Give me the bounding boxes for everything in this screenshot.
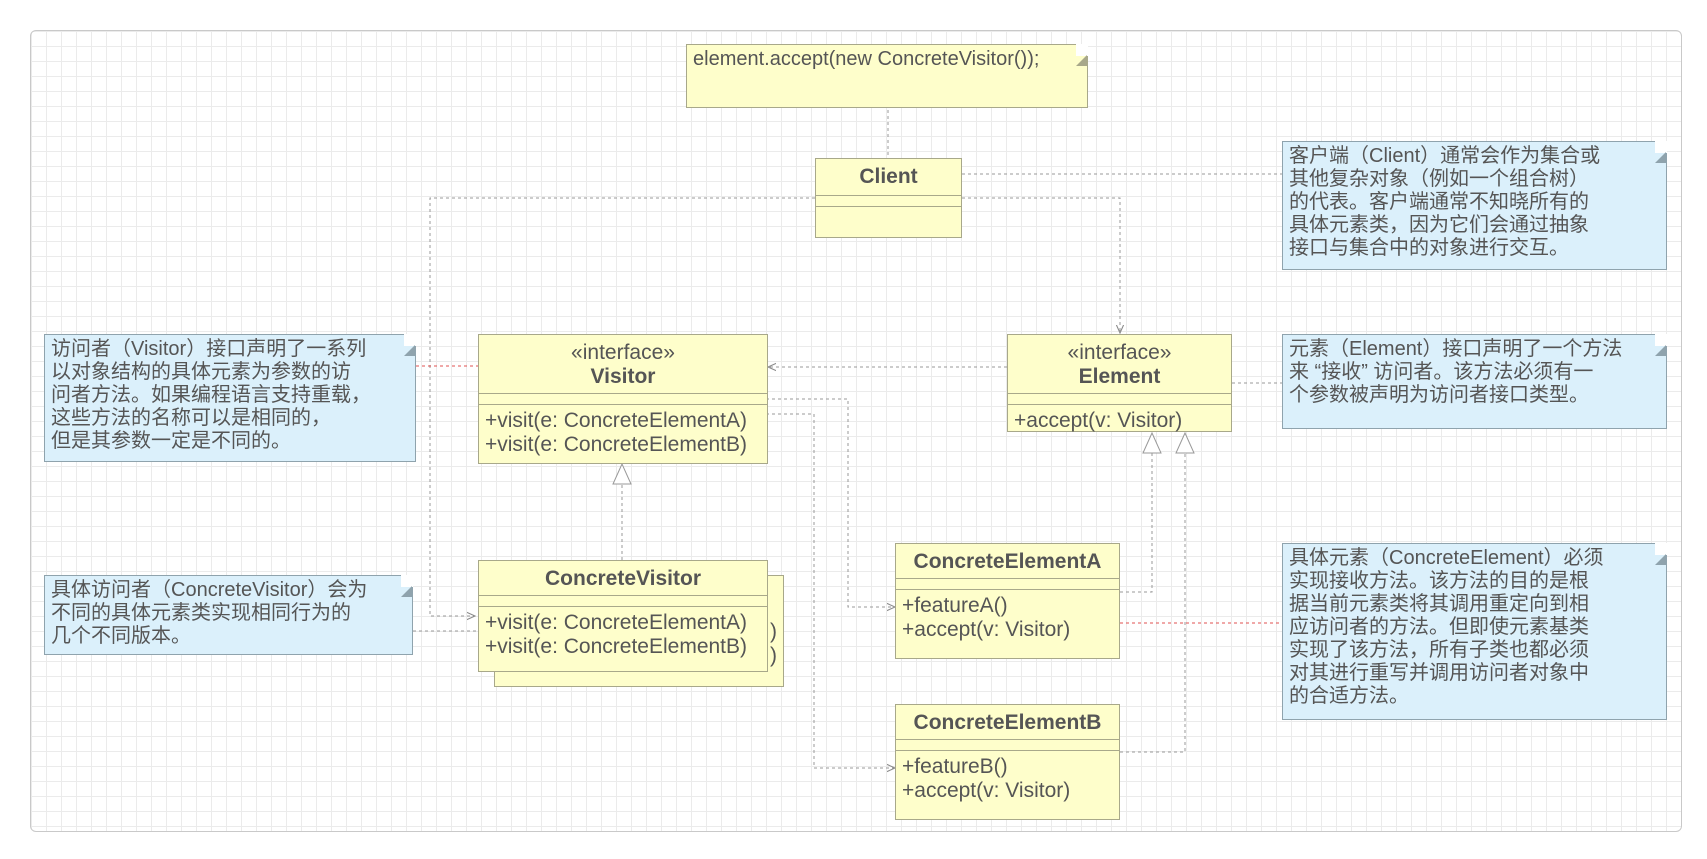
client-note-line: 具体元素类，因为它们会通过抽象 xyxy=(1289,214,1589,236)
note-fold xyxy=(1655,141,1667,163)
visitor-note-line: 这些方法的名称可以是相同的， xyxy=(51,407,331,429)
visitor-op: +visit(e: ConcreteElementB) xyxy=(485,433,748,456)
element-op: +accept(v: Visitor) xyxy=(1014,409,1183,432)
concrete-visitor-note-line: 不同的具体元素类实现相同行为的 xyxy=(51,602,351,624)
realize-arrow-visitor xyxy=(612,462,632,485)
concrete-visitor-class[interactable]: ConcreteVisitor +visit(e: ConcreteElemen… xyxy=(478,560,768,672)
concrete-element-a-operations: +featureA() +accept(v: Visitor) xyxy=(896,589,1119,646)
concrete-element-a-name: ConcreteElementA xyxy=(913,550,1102,573)
concrete-element-a-header: ConcreteElementA xyxy=(896,544,1119,578)
visitor-note-line: 访问者（Visitor）接口声明了一系列 xyxy=(51,338,367,360)
concrete-element-a-attributes xyxy=(896,578,1119,589)
element-note-line: 个参数被声明为访问者接口类型。 xyxy=(1289,384,1589,406)
element-header: «interface» Element xyxy=(1008,335,1231,393)
dep-client-concretevisitor xyxy=(429,197,815,616)
visitor-note-line: 以对象结构的具体元素为参数的访 xyxy=(51,361,351,383)
client-header: Client xyxy=(816,159,961,195)
concrete-element-b-name: ConcreteElementB xyxy=(913,711,1102,734)
client-code-text: element.accept(new ConcreteVisitor()); xyxy=(693,48,1040,70)
shadow-op: ) xyxy=(770,620,777,643)
concrete-element-b-op: +featureB() xyxy=(902,755,1008,778)
visitor-interface[interactable]: «interface» Visitor +visit(e: ConcreteEl… xyxy=(478,334,768,464)
dep-client-element xyxy=(962,197,1120,333)
visitor-note-line: 但是其参数一定是不同的。 xyxy=(51,430,291,452)
concrete-visitor-header: ConcreteVisitor xyxy=(479,561,767,595)
note-fold xyxy=(1076,44,1088,66)
element-interface[interactable]: «interface» Element +accept(v: Visitor) xyxy=(1007,334,1232,432)
dep-visitor-elementa xyxy=(766,398,895,607)
visitor-header: «interface» Visitor xyxy=(479,335,767,393)
note-fold xyxy=(1655,543,1667,565)
concrete-element-a-op: +featureA() xyxy=(902,594,1008,617)
note-fold xyxy=(404,334,416,356)
concrete-visitor-op: +visit(e: ConcreteElementB) xyxy=(485,635,748,658)
dep-visitor-elementb xyxy=(766,413,895,768)
concrete-visitor-shadow-ops: ) ) xyxy=(495,576,783,672)
element-note: 元素（Element）接口声明了一个方法 来 “接收” 访问者。该方法必须有一 … xyxy=(1282,334,1667,429)
note-fold xyxy=(1655,334,1667,356)
client-attributes xyxy=(816,195,961,206)
client-note-line: 的代表。客户端通常不知晓所有的 xyxy=(1289,191,1589,213)
realize-elementb-element xyxy=(1120,453,1186,753)
concrete-element-note-line: 对其进行重写并调用访问者对象中 xyxy=(1289,662,1589,684)
client-note-line: 其他复杂对象（例如一个组合树） xyxy=(1289,168,1589,190)
element-attributes xyxy=(1008,393,1231,404)
concrete-element-b-op: +accept(v: Visitor) xyxy=(902,779,1071,802)
concrete-element-b-class[interactable]: ConcreteElementB +featureB() +accept(v: … xyxy=(895,704,1120,820)
visitor-note-line: 问者方法。如果编程语言支持重载， xyxy=(51,384,371,406)
concrete-element-note-line: 的合适方法。 xyxy=(1289,685,1409,707)
client-note-line: 接口与集合中的对象进行交互。 xyxy=(1289,237,1569,259)
visitor-op: +visit(e: ConcreteElementA) xyxy=(485,409,748,432)
note-fold xyxy=(401,575,413,597)
concrete-element-note-line: 据当前元素类将其调用重定向到相 xyxy=(1289,593,1589,615)
concrete-element-note: 具体元素（ConcreteElement）必须 实现接收方法。该方法的目的是根 … xyxy=(1282,543,1667,720)
visitor-attributes xyxy=(479,393,767,404)
visitor-note: 访问者（Visitor）接口声明了一系列 以对象结构的具体元素为参数的访 问者方… xyxy=(44,334,416,462)
concrete-visitor-operations: +visit(e: ConcreteElementA) +visit(e: Co… xyxy=(479,606,767,663)
client-class[interactable]: Client xyxy=(815,158,962,238)
concrete-element-a-class[interactable]: ConcreteElementA +featureA() +accept(v: … xyxy=(895,543,1120,659)
concrete-visitor-note-line: 具体访问者（ConcreteVisitor）会为 xyxy=(51,579,368,601)
concrete-visitor-attributes xyxy=(479,595,767,606)
client-operations xyxy=(816,206,961,243)
client-note-line: 客户端（Client）通常会作为集合或 xyxy=(1289,145,1601,167)
visitor-stereotype: «interface» xyxy=(571,341,675,364)
shadow-op: ) xyxy=(770,644,777,667)
visitor-operations: +visit(e: ConcreteElementA) +visit(e: Co… xyxy=(479,404,767,461)
concrete-element-note-line: 实现了该方法，所有子类也都必须 xyxy=(1289,639,1589,661)
concrete-element-note-line: 具体元素（ConcreteElement）必须 xyxy=(1289,547,1604,569)
client-name: Client xyxy=(859,165,918,188)
concrete-visitor-note-line: 几个不同版本。 xyxy=(51,625,191,647)
element-note-line: 元素（Element）接口声明了一个方法 xyxy=(1289,338,1623,360)
concrete-visitor-op: +visit(e: ConcreteElementA) xyxy=(485,611,748,634)
realize-arrow-element-b xyxy=(1175,431,1195,454)
realize-arrow-element-a xyxy=(1142,431,1162,454)
element-operations: +accept(v: Visitor) xyxy=(1008,404,1231,437)
concrete-element-note-line: 实现接收方法。该方法的目的是根 xyxy=(1289,570,1589,592)
concrete-element-b-operations: +featureB() +accept(v: Visitor) xyxy=(896,750,1119,807)
concrete-visitor-note: 具体访问者（ConcreteVisitor）会为 不同的具体元素类实现相同行为的… xyxy=(44,575,413,655)
concrete-element-note-line: 应访问者的方法。但即使元素基类 xyxy=(1289,616,1589,638)
client-code-note: element.accept(new ConcreteVisitor()); xyxy=(686,44,1088,108)
concrete-visitor-name: ConcreteVisitor xyxy=(545,567,701,590)
element-name: Element xyxy=(1078,365,1161,388)
element-note-line: 来 “接收” 访问者。该方法必须有一 xyxy=(1289,361,1594,383)
realize-elementa-element xyxy=(1120,453,1153,593)
concrete-element-a-op: +accept(v: Visitor) xyxy=(902,618,1071,641)
visitor-name: Visitor xyxy=(590,365,656,388)
client-note: 客户端（Client）通常会作为集合或 其他复杂对象（例如一个组合树） 的代表。… xyxy=(1282,141,1667,270)
element-stereotype: «interface» xyxy=(1067,341,1172,364)
concrete-element-b-header: ConcreteElementB xyxy=(896,705,1119,739)
concrete-element-b-attributes xyxy=(896,739,1119,750)
